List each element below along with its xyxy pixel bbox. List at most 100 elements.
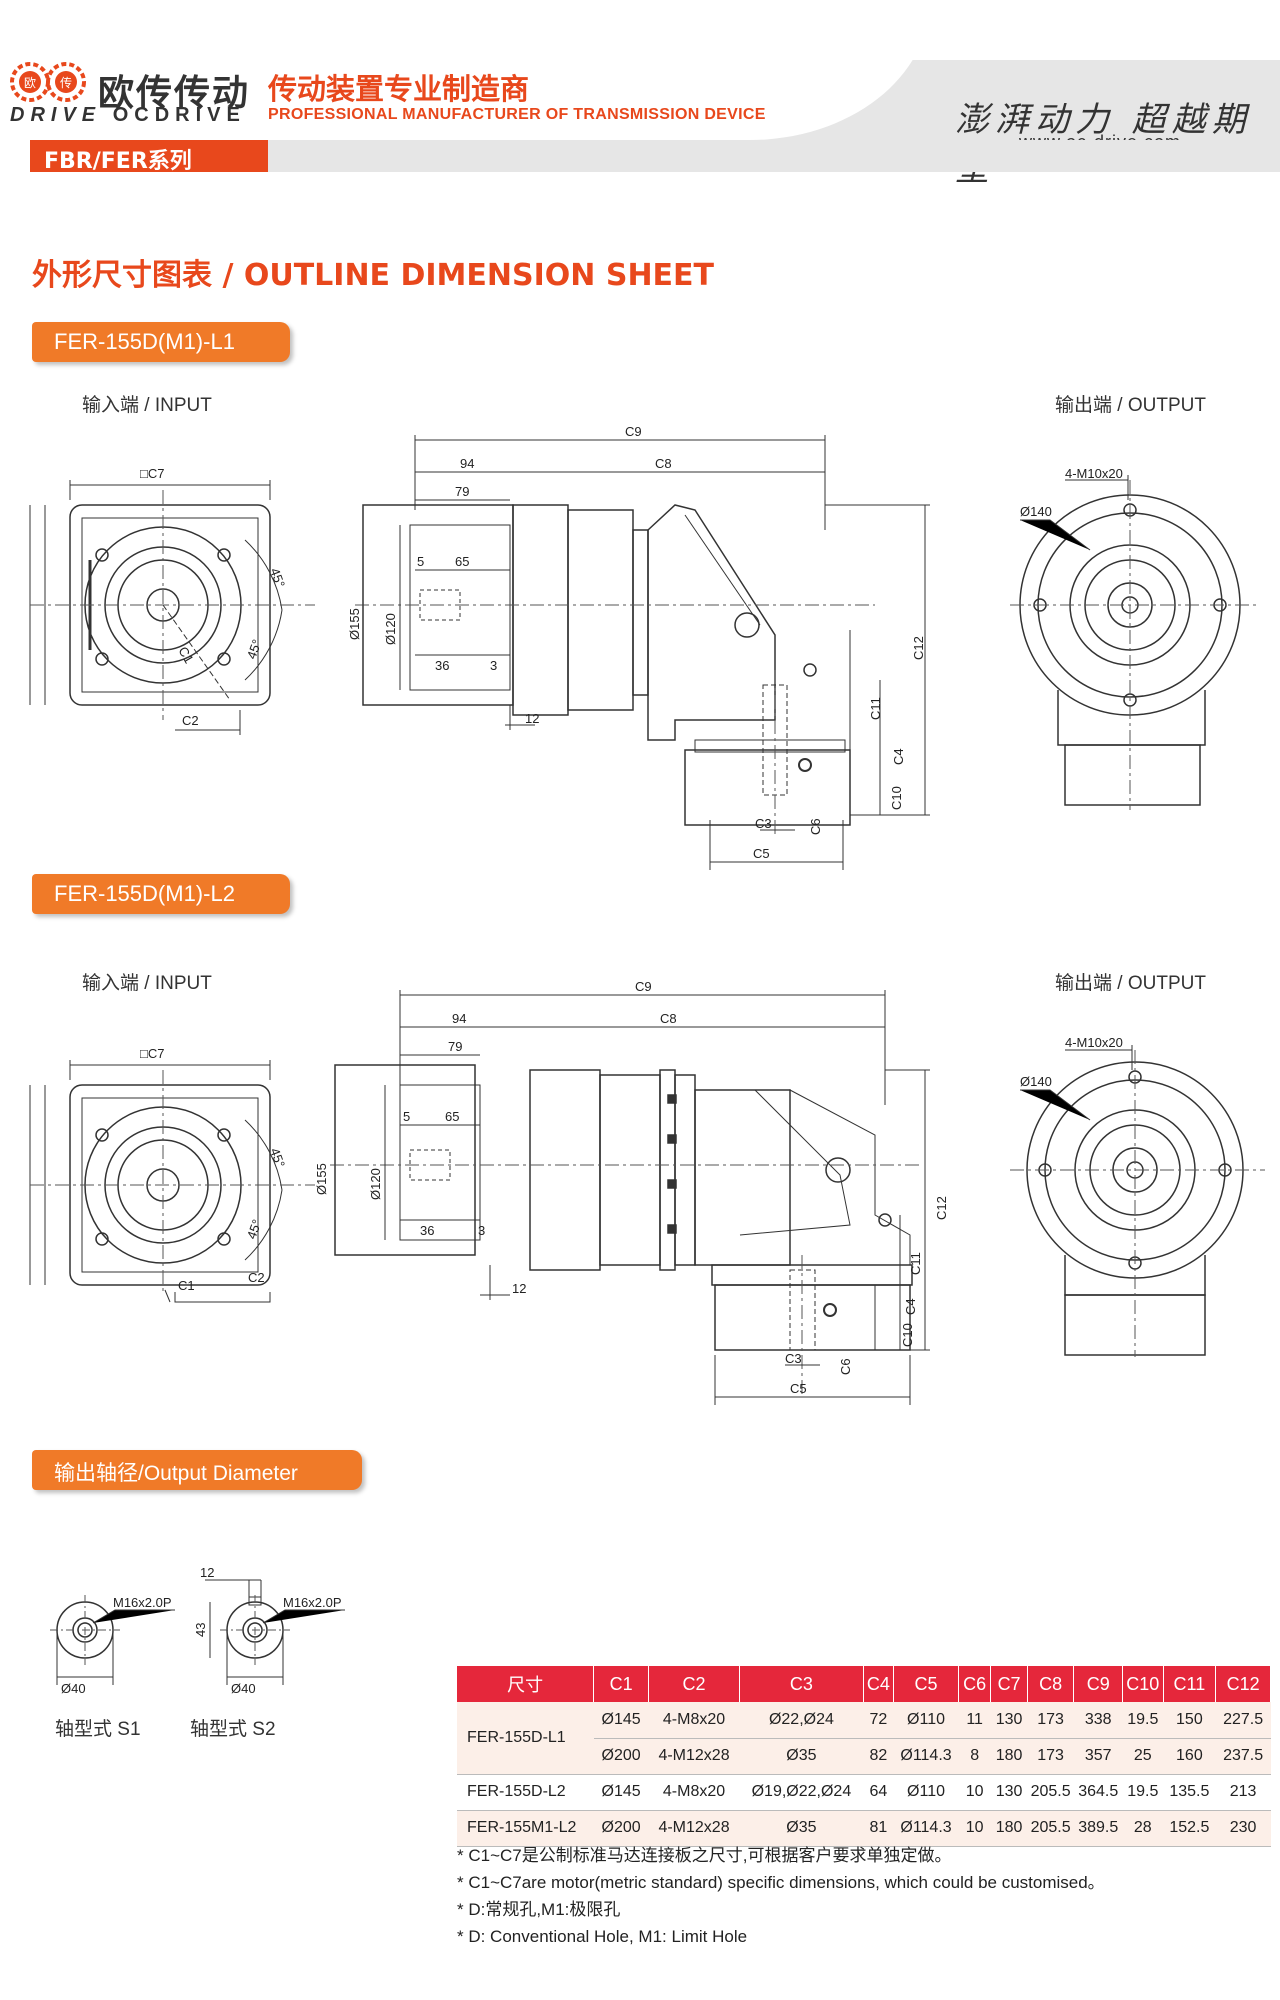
table-cell: Ø145 xyxy=(593,1774,649,1811)
table-cell: 173 xyxy=(1027,1702,1074,1739)
tagline-en: PROFESSIONAL MANUFACTURER OF TRANSMISSIO… xyxy=(268,106,766,123)
output-view-drawing-l2: 4-M10x20 Ø140 xyxy=(1010,1035,1265,1357)
table-cell: Ø114.3 xyxy=(893,1810,959,1847)
dim-155-l1: Ø155 xyxy=(347,608,362,640)
dim-c1-l1: C1 xyxy=(175,644,196,666)
row-model: FER-155D-L1 xyxy=(457,1702,594,1775)
table-row: Ø200 4-M12x28 Ø35 82 Ø114.3 8 180 173 35… xyxy=(457,1738,1271,1775)
dim-c2-l2: C2 xyxy=(248,1270,265,1285)
note-2: * C1~C7are motor(metric standard) specif… xyxy=(457,1873,1105,1892)
col-c6: C6 xyxy=(958,1666,992,1702)
output-label-l1: 输出端 / OUTPUT xyxy=(1055,395,1206,416)
logo-char-1: 欧 xyxy=(24,76,36,90)
table-cell: 81 xyxy=(863,1810,894,1847)
dim-c12-l2: C12 xyxy=(934,1196,949,1220)
dim-36-l1: 36 xyxy=(435,658,449,673)
dim-angle-b-l1: 45° xyxy=(244,637,265,661)
input-label-l1: 输入端 / INPUT xyxy=(82,395,212,416)
dim-angle-a-l2: 45° xyxy=(267,1146,288,1170)
tagline-cn: 传动装置专业制造商 xyxy=(268,72,530,106)
table-cell: 230 xyxy=(1215,1810,1271,1847)
table-cell: 19.5 xyxy=(1122,1774,1164,1811)
output-view-drawing-l1: 4-M10x20 Ø140 xyxy=(1010,466,1260,810)
table-cell: 11 xyxy=(958,1702,991,1739)
dim-36-l2: 36 xyxy=(420,1223,434,1238)
col-c8: C8 xyxy=(1027,1666,1075,1702)
dim-c8-l1: C8 xyxy=(655,456,672,471)
dim-c5-l1: C5 xyxy=(753,846,770,861)
dim-angle-b-l2: 45° xyxy=(244,1217,265,1241)
table-cell: 28 xyxy=(1122,1810,1164,1847)
table-cell: Ø35 xyxy=(739,1810,864,1847)
dim-angle-a-l1: 45° xyxy=(267,566,288,590)
dim-c6-l1: C6 xyxy=(808,818,823,835)
dim-m10-l2: 4-M10x20 xyxy=(1065,1035,1123,1050)
note-3: * D:常规孔,M1:极限孔 xyxy=(457,1900,621,1919)
dim-140-l2: Ø140 xyxy=(1020,1074,1052,1089)
dim-94-l1: 94 xyxy=(460,456,474,471)
s1-dia-label: Ø40 xyxy=(61,1681,86,1696)
table-cell: 357 xyxy=(1073,1738,1123,1775)
dim-c9-l2: C9 xyxy=(635,979,652,994)
table-cell: 152.5 xyxy=(1163,1810,1216,1847)
table-cell: 4-M8x20 xyxy=(648,1702,740,1739)
spec-table: 尺寸 C1 C2 C3 C4 C5 C6 C7 C8 C9 C10 C11 C1… xyxy=(457,1666,1271,1847)
dim-12-l1: 12 xyxy=(525,711,539,726)
col-size: 尺寸 xyxy=(457,1666,595,1702)
table-cell: 389.5 xyxy=(1073,1810,1123,1847)
dim-c9-l1: C9 xyxy=(625,424,642,439)
s2-height-label: 43 xyxy=(193,1623,208,1637)
dim-c12-l1: C12 xyxy=(911,636,926,660)
table-cell: 173 xyxy=(1027,1738,1074,1775)
model-tag-l2: FER-155D(M1)-L2 xyxy=(32,874,290,914)
table-row: FER-155D-L2 Ø145 4-M8x20 Ø19,Ø22,Ø24 64 … xyxy=(457,1774,1271,1811)
side-view-drawing-l1: C9 94 C8 79 5 65 36 3 12 Ø155 Ø120 C12 C… xyxy=(347,424,930,870)
brand-name-en: DRIVE OCDRIVE xyxy=(10,104,246,127)
logo-char-2: 传 xyxy=(60,75,72,90)
dim-120-l2: Ø120 xyxy=(368,1168,383,1200)
dim-c6-l2: C6 xyxy=(838,1358,853,1375)
series-tab: FBR/FER系列 xyxy=(30,140,268,174)
table-cell: Ø22,Ø24 xyxy=(739,1702,864,1739)
shaft-s2-label: 轴型式 S2 xyxy=(190,1719,276,1740)
dim-c3-l2: C3 xyxy=(785,1351,802,1366)
table-cell: 8 xyxy=(958,1738,991,1775)
s2-thread-label: M16x2.0P xyxy=(283,1595,342,1610)
table-cell: 72 xyxy=(863,1702,894,1739)
table-cell: Ø200 xyxy=(593,1810,649,1847)
col-c11: C11 xyxy=(1163,1666,1217,1702)
dim-c2-l1: C2 xyxy=(182,713,199,728)
table-cell: 10 xyxy=(958,1810,991,1847)
dim-c7-l1: □C7 xyxy=(140,466,164,481)
table-row: FER-155M1-L2 Ø200 4-M12x28 Ø35 81 Ø114.3… xyxy=(457,1810,1271,1847)
table-cell: 205.5 xyxy=(1027,1810,1074,1847)
output-label-l2: 输出端 / OUTPUT xyxy=(1055,973,1206,994)
dim-c4-l1: C4 xyxy=(891,748,906,765)
note-1: * C1~C7是公制标准马达连接板之尺寸,可根据客户要求单独定做。 xyxy=(457,1846,952,1865)
dim-3-l2: 3 xyxy=(478,1223,485,1238)
table-cell: 180 xyxy=(990,1810,1028,1847)
col-c1: C1 xyxy=(593,1666,649,1702)
col-c5: C5 xyxy=(893,1666,959,1702)
table-cell: 180 xyxy=(990,1738,1028,1775)
output-diameter-tag: 输出轴径/Output Diameter xyxy=(32,1450,362,1490)
table-cell: 82 xyxy=(863,1738,894,1775)
table-cell: 25 xyxy=(1122,1738,1164,1775)
table-cell: 130 xyxy=(990,1774,1028,1811)
dim-140-l1: Ø140 xyxy=(1020,504,1052,519)
dim-155-l2: Ø155 xyxy=(314,1163,329,1195)
table-cell: 364.5 xyxy=(1073,1774,1123,1811)
row-model: FER-155D-L2 xyxy=(457,1774,594,1811)
dim-94-l2: 94 xyxy=(452,1011,466,1026)
table-cell: Ø110 xyxy=(893,1702,959,1739)
table-cell: 130 xyxy=(990,1702,1028,1739)
s1-thread-label: M16x2.0P xyxy=(113,1595,172,1610)
dim-3-l1: 3 xyxy=(490,658,497,673)
footnotes: * C1~C7是公制标准马达连接板之尺寸,可根据客户要求单独定做。 * C1~C… xyxy=(457,1842,1105,1950)
col-c3: C3 xyxy=(739,1666,864,1702)
dim-c3-l1: C3 xyxy=(755,816,772,831)
dim-65-l1: 65 xyxy=(455,554,469,569)
header-white-panel xyxy=(0,0,930,140)
s2-dia-label: Ø40 xyxy=(231,1681,256,1696)
dim-79-l2: 79 xyxy=(448,1039,462,1054)
